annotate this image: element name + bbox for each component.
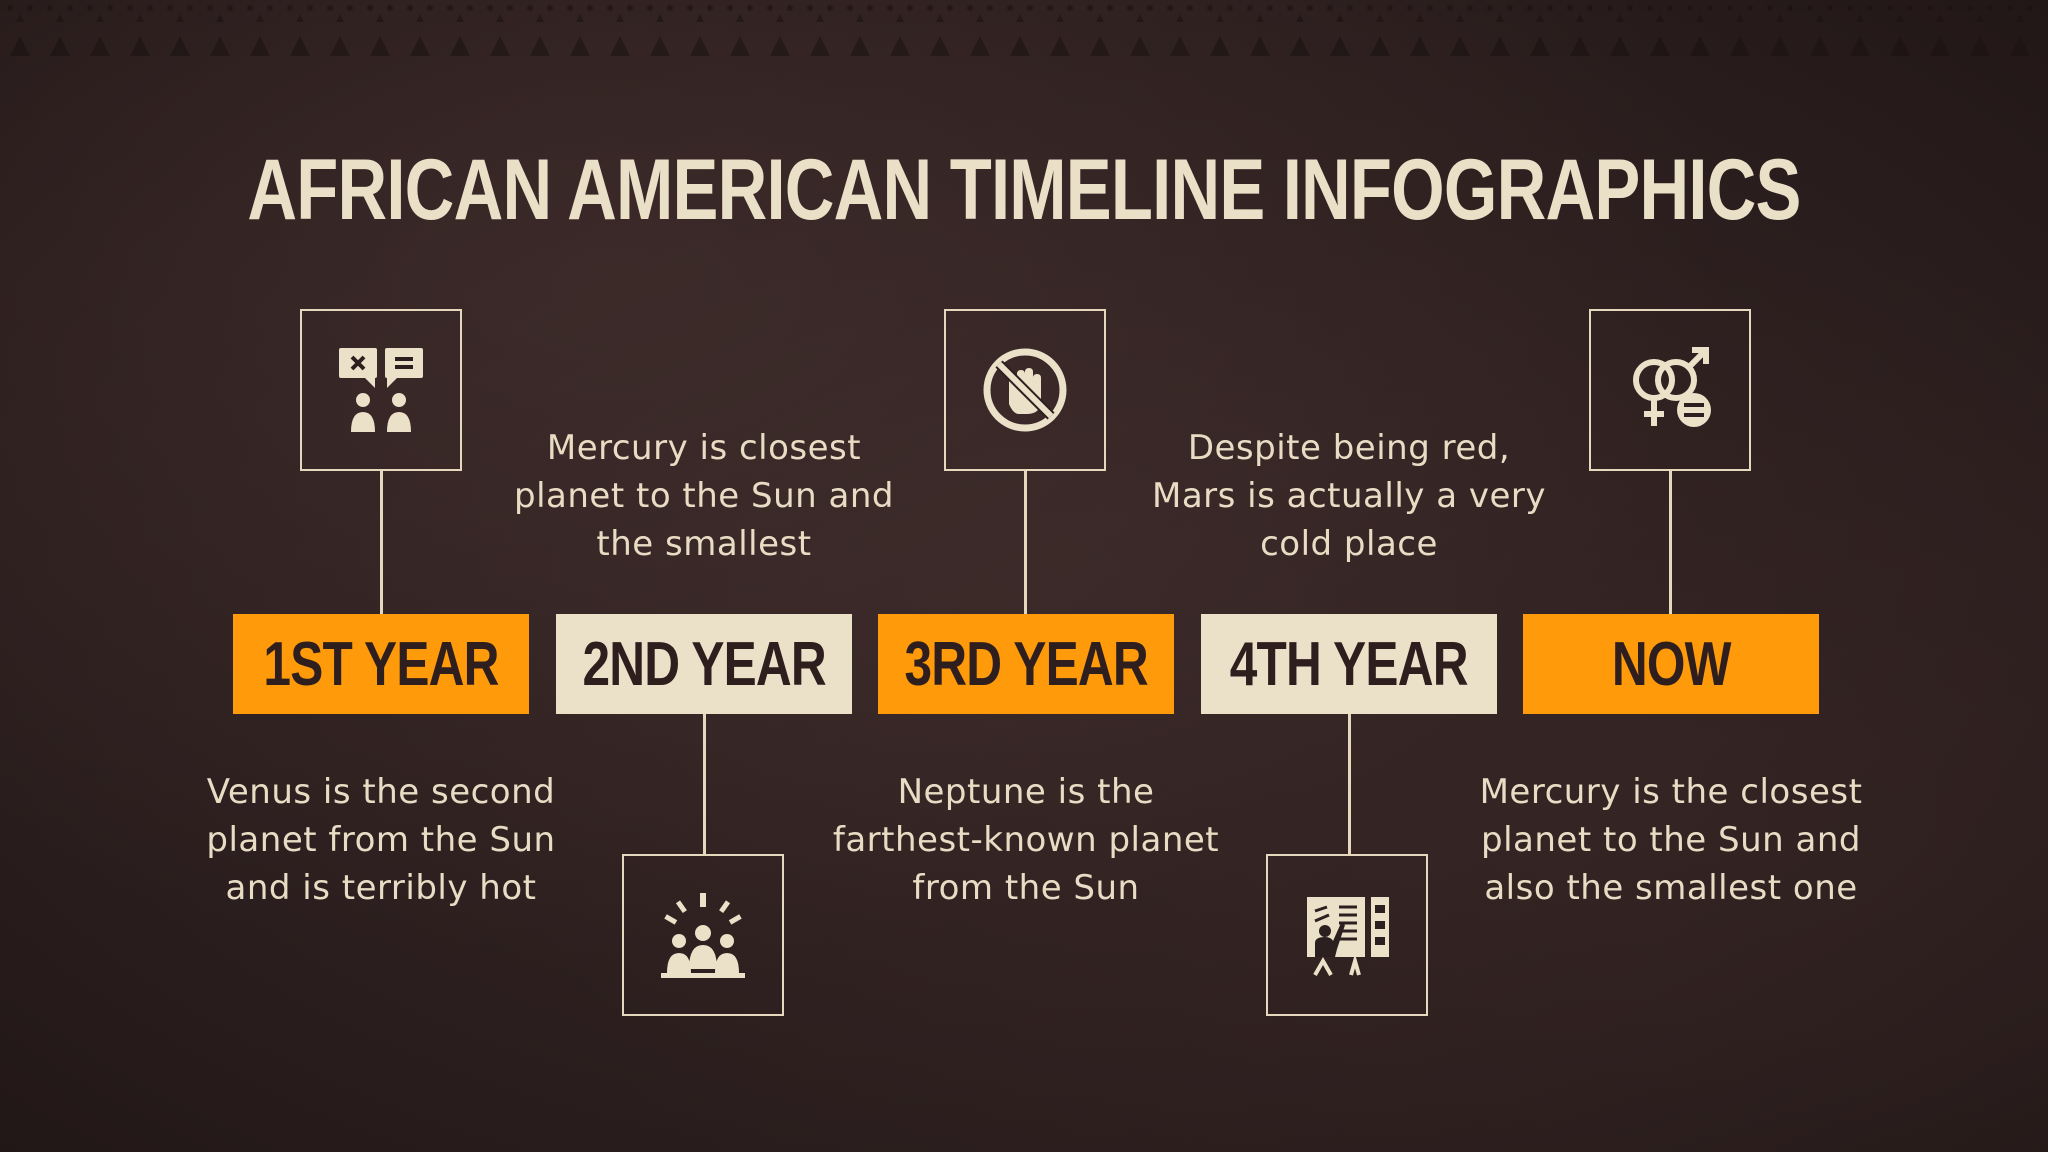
icon-box-1 [300, 309, 462, 471]
timeline-label-box-1: 1ST YEAR [233, 614, 529, 714]
connector-2 [703, 714, 706, 854]
icon-box-4 [1266, 854, 1428, 1016]
timeline-description-1: Venus is the second planet from the Sun … [206, 772, 556, 908]
connector-3 [1024, 471, 1027, 614]
timeline-description-2: Mercury is closest planet to the Sun and… [514, 428, 894, 564]
icon-box-2 [622, 854, 784, 1016]
timeline-label-box-3: 3RD YEAR [878, 614, 1174, 714]
discussion-icon [339, 348, 423, 432]
timeline-label-box-2: 2ND YEAR [556, 614, 852, 714]
page-title: AFRICAN AMERICAN TIMELINE INFOGRAPHICS [247, 142, 1801, 238]
timeline-label-2: 2ND YEAR [582, 629, 826, 699]
no-racism-icon [983, 348, 1067, 432]
timeline-label-5: NOW [1611, 629, 1732, 699]
timeline-description-3: Neptune is the farthest-known planet fro… [832, 772, 1220, 908]
timeline-label-box-5: NOW [1523, 614, 1819, 714]
timeline-label-4: 4TH YEAR [1230, 629, 1469, 699]
connector-1 [380, 471, 383, 614]
timeline-description-5: Mercury is the closest planet to the Sun… [1479, 772, 1863, 908]
connector-4 [1348, 714, 1351, 854]
icon-box-5 [1589, 309, 1751, 471]
tribal-border-pattern [0, 0, 2048, 60]
crowd-icon [661, 893, 745, 978]
gender-equality-icon [1633, 347, 1711, 427]
presentation-icon [1307, 897, 1389, 976]
connector-5 [1669, 471, 1672, 614]
timeline-description-4: Despite being red, Mars is actually a ve… [1152, 428, 1546, 564]
timeline-label-3: 3RD YEAR [904, 629, 1148, 699]
timeline-label-box-4: 4TH YEAR [1201, 614, 1497, 714]
timeline-label-1: 1ST YEAR [263, 629, 499, 699]
icon-box-3 [944, 309, 1106, 471]
